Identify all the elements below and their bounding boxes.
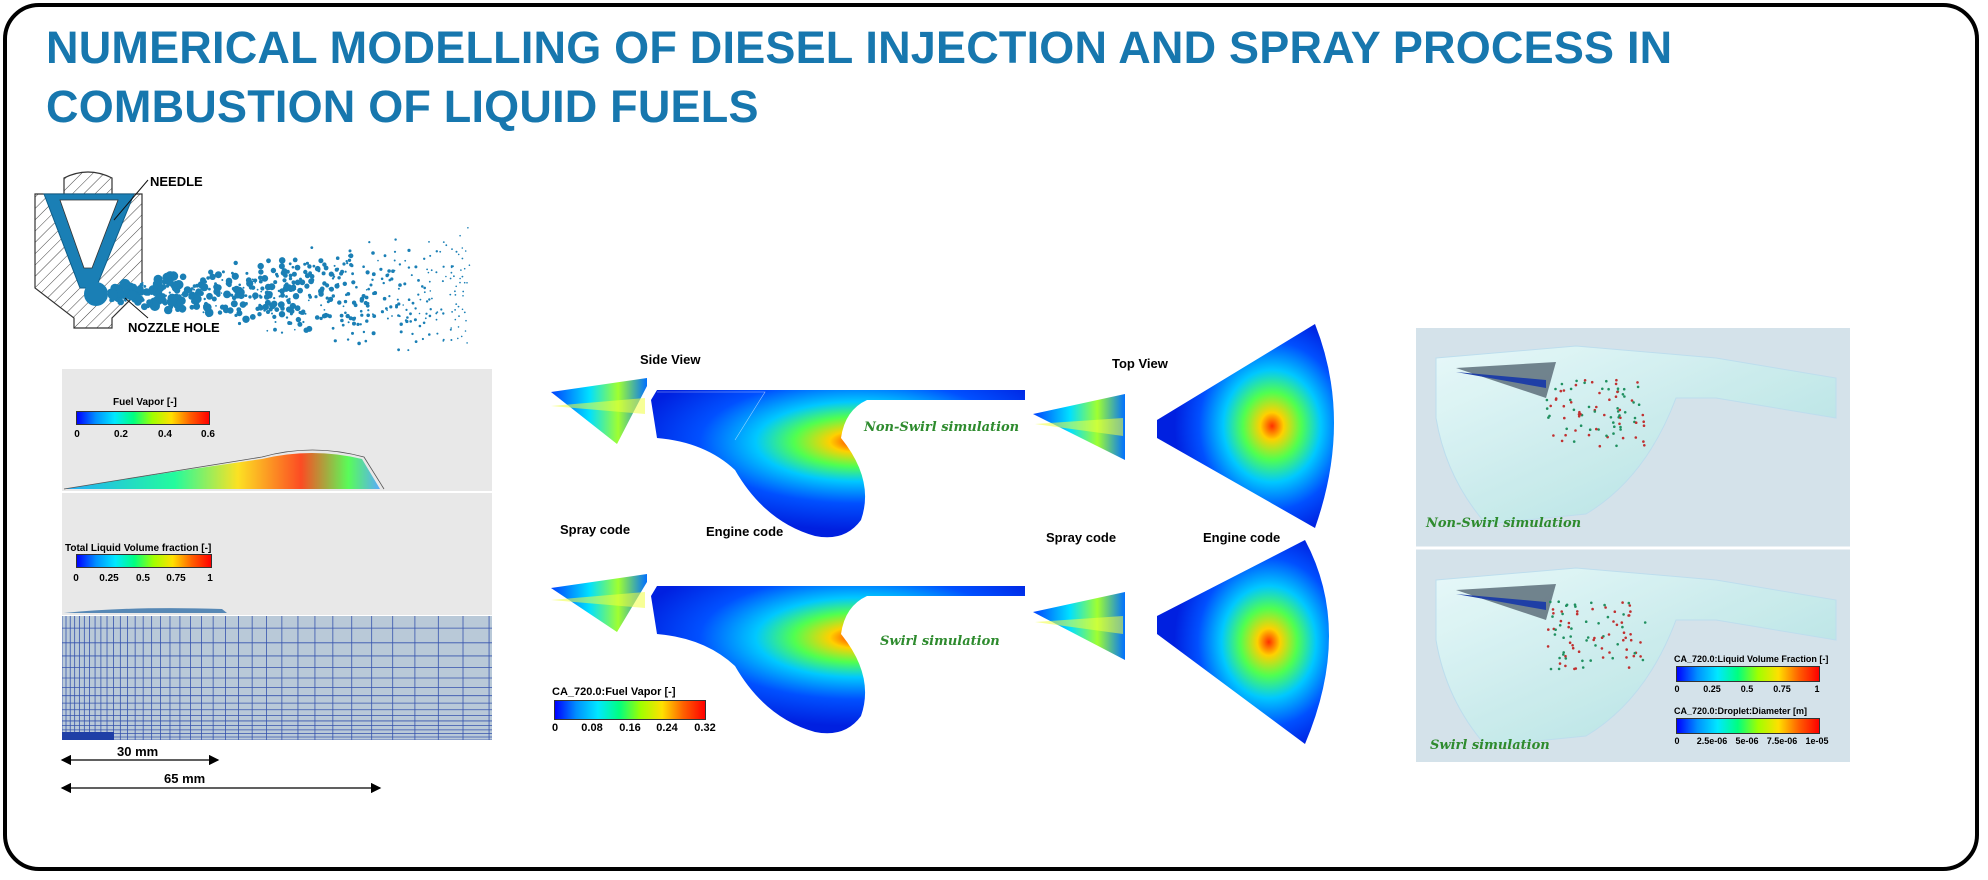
non-swirl-simulation-label: Non-Swirl simulation (864, 420, 1020, 435)
fuel-vapor-colorbar (76, 411, 210, 425)
spray-code-label: Spray code (1046, 530, 1117, 545)
dimension-arrows (60, 754, 382, 794)
colorbar-tick: 0.16 (619, 722, 641, 734)
colorbar-tick: 0.4 (158, 429, 172, 440)
droplet-diameter-colorbar (1676, 718, 1820, 734)
nozzle-hole-shape (84, 282, 108, 306)
colorbar-tick: 0 (73, 573, 79, 584)
engine-code-label: Engine code (706, 524, 784, 539)
colorbar-tick: 0.25 (1703, 684, 1721, 694)
spray-code-label: Spray code (560, 522, 631, 537)
non-swirl-simulation-label: Non-Swirl simulation (1426, 516, 1582, 531)
fuel-vapor-panel: Fuel Vapor [-] 0 0.2 0.4 0.6 (62, 369, 492, 491)
colorbar-tick: 0 (1674, 736, 1680, 746)
liquid-volume-colorbar (76, 554, 212, 568)
liquid-volume-colorbar (1676, 666, 1820, 682)
colorbar-tick: 0.5 (1740, 684, 1754, 694)
fuel-vapor-colorbar-title: Fuel Vapor [-] (113, 397, 177, 408)
mesh-panel (62, 616, 492, 740)
dimension-65mm: 65 mm (164, 771, 206, 786)
cfd-views (551, 324, 1334, 744)
colorbar-tick: 0.32 (694, 722, 716, 734)
droplet-diameter-colorbar-title: CA_720.0:Droplet:Diameter [m] (1674, 706, 1808, 716)
colorbar-tick: 0.75 (166, 573, 186, 584)
nozzle-hole-label: NOZZLE HOLE (128, 320, 220, 335)
colorbar-tick: 0.08 (581, 722, 603, 734)
nozzle-illustration (34, 171, 471, 352)
top-view-label: Top View (1112, 356, 1168, 371)
needle-label: NEEDLE (150, 174, 203, 189)
poster-title: NUMERICAL MODELLING OF DIESEL INJECTION … (46, 22, 1673, 132)
colorbar-tick: 1 (1814, 684, 1820, 694)
colorbar-tick: 0.25 (99, 573, 119, 584)
liquid-volume-colorbar-title: Total Liquid Volume fraction [-] (65, 543, 212, 554)
side-view-label: Side View (640, 352, 701, 367)
dimension-30mm: 30 mm (117, 744, 159, 759)
swirl-simulation-label: Swirl simulation (1430, 738, 1550, 753)
colorbar-tick: 0.6 (201, 429, 215, 440)
engine-3d-panel: Non-Swirl simulation Swirl simulation CA… (1416, 328, 1850, 762)
colorbar-tick: 1 (207, 573, 213, 584)
colorbar-tick: 0.24 (656, 722, 678, 734)
colorbar-tick: 0 (1674, 684, 1680, 694)
colorbar-tick: 0 (74, 429, 80, 440)
colorbar-tick: 5e-06 (1735, 736, 1759, 746)
fuel-vapor-colorbar-title: CA_720.0:Fuel Vapor [-] (552, 686, 676, 698)
spray-plume (107, 227, 471, 352)
colorbar-tick: 0 (551, 722, 559, 734)
liquid-volume-panel: Total Liquid Volume fraction [-] 0 0.25 … (62, 493, 492, 615)
colorbar-tick: 2.5e-06 (1696, 736, 1728, 746)
swirl-simulation-label: Swirl simulation (880, 634, 1000, 649)
colorbar-tick: 1e-05 (1805, 736, 1829, 746)
liquid-volume-colorbar-title: CA_720.0:Liquid Volume Fraction [-] (1674, 654, 1829, 664)
fuel-vapor-colorbar (554, 700, 706, 720)
colorbar-tick: 7.5e-06 (1766, 736, 1798, 746)
colorbar-tick: 0.75 (1773, 684, 1791, 694)
engine-code-label: Engine code (1203, 530, 1281, 545)
colorbar-tick: 0.2 (114, 429, 128, 440)
colorbar-tick: 0.5 (136, 573, 150, 584)
